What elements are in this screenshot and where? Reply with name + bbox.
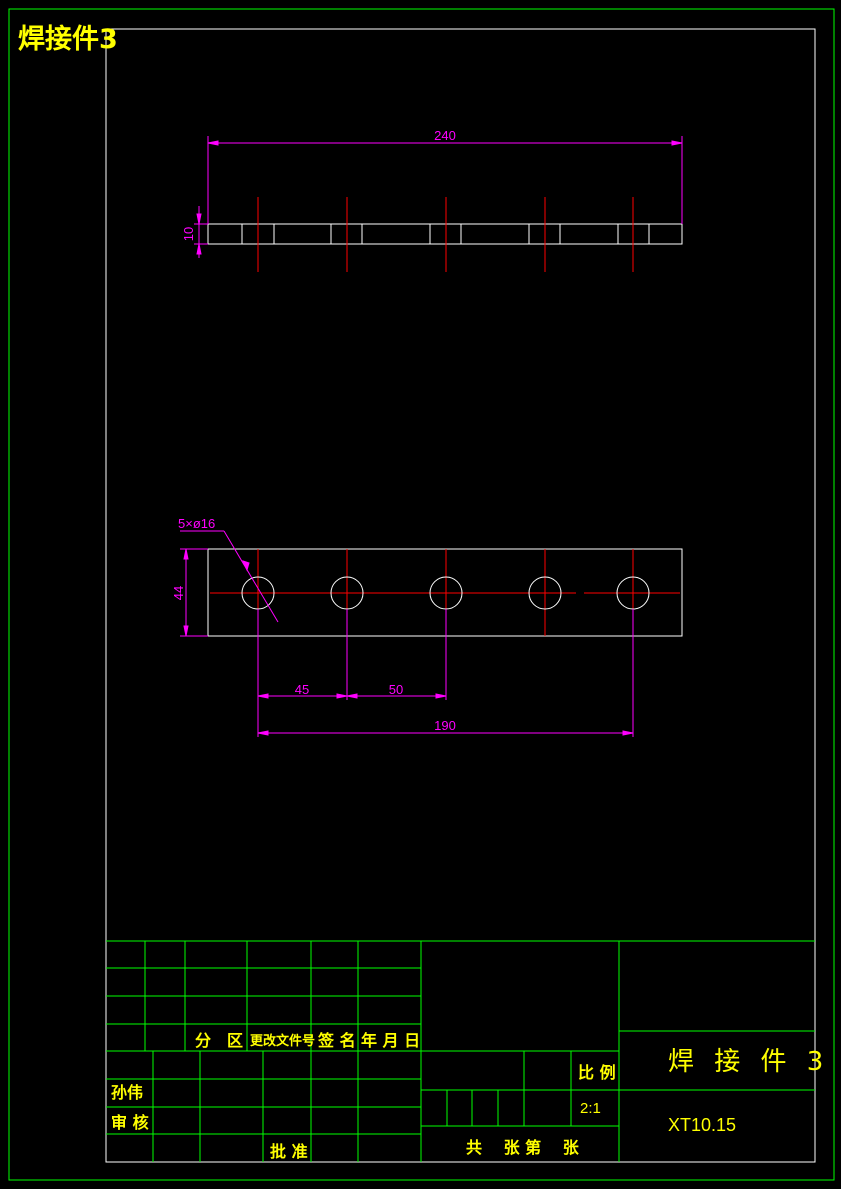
hole-edges <box>241 224 650 244</box>
hdr-doc-no: 更改文件号 <box>250 1033 315 1049</box>
drawing-number: XT10.15 <box>668 1115 736 1135</box>
dim-10-text: 10 <box>181 227 196 241</box>
hole-4 <box>528 576 562 610</box>
role-reviewer: 审 核 <box>111 1113 149 1132</box>
top-centerlines <box>257 197 634 272</box>
dim-45-text: 45 <box>295 682 309 697</box>
front-centerlines <box>210 549 680 636</box>
scale-label: 比 例 <box>578 1063 616 1082</box>
corner-title: 焊接件3 <box>18 24 118 55</box>
hdr-sign: 签 名 <box>317 1031 356 1050</box>
hole-leader <box>180 530 279 623</box>
dim-45-50 <box>257 693 447 699</box>
inner-frame <box>105 28 816 1163</box>
dim-240 <box>207 136 683 224</box>
hole-callout-text: 5×ø16 <box>178 516 215 531</box>
hdr-zone: 分 区 <box>195 1031 243 1050</box>
top-view: 240 10 <box>181 128 683 272</box>
dim-190-text: 190 <box>434 718 456 733</box>
front-view: 5×ø16 44 45 50 <box>171 516 683 737</box>
dim-extensions <box>257 609 634 737</box>
dim-44-text: 44 <box>171 586 186 600</box>
part-name: 焊 接 件 3 <box>668 1047 829 1077</box>
role-approver: 批 准 <box>270 1142 308 1161</box>
sheet-count: 共 张 第 张 <box>466 1138 580 1157</box>
dim-10 <box>194 206 208 258</box>
dim-44 <box>180 548 208 637</box>
dim-240-text: 240 <box>434 128 456 143</box>
outer-border <box>8 8 835 1181</box>
front-view-outline <box>207 548 683 637</box>
role-designer: 孙伟 <box>111 1083 143 1102</box>
title-block-grid <box>106 940 815 1162</box>
hdr-date: 年 月 日 <box>361 1031 420 1050</box>
top-view-outline <box>207 223 683 245</box>
dim-190 <box>257 730 634 736</box>
scale-value: 2:1 <box>580 1100 601 1117</box>
dim-50-text: 50 <box>389 682 403 697</box>
